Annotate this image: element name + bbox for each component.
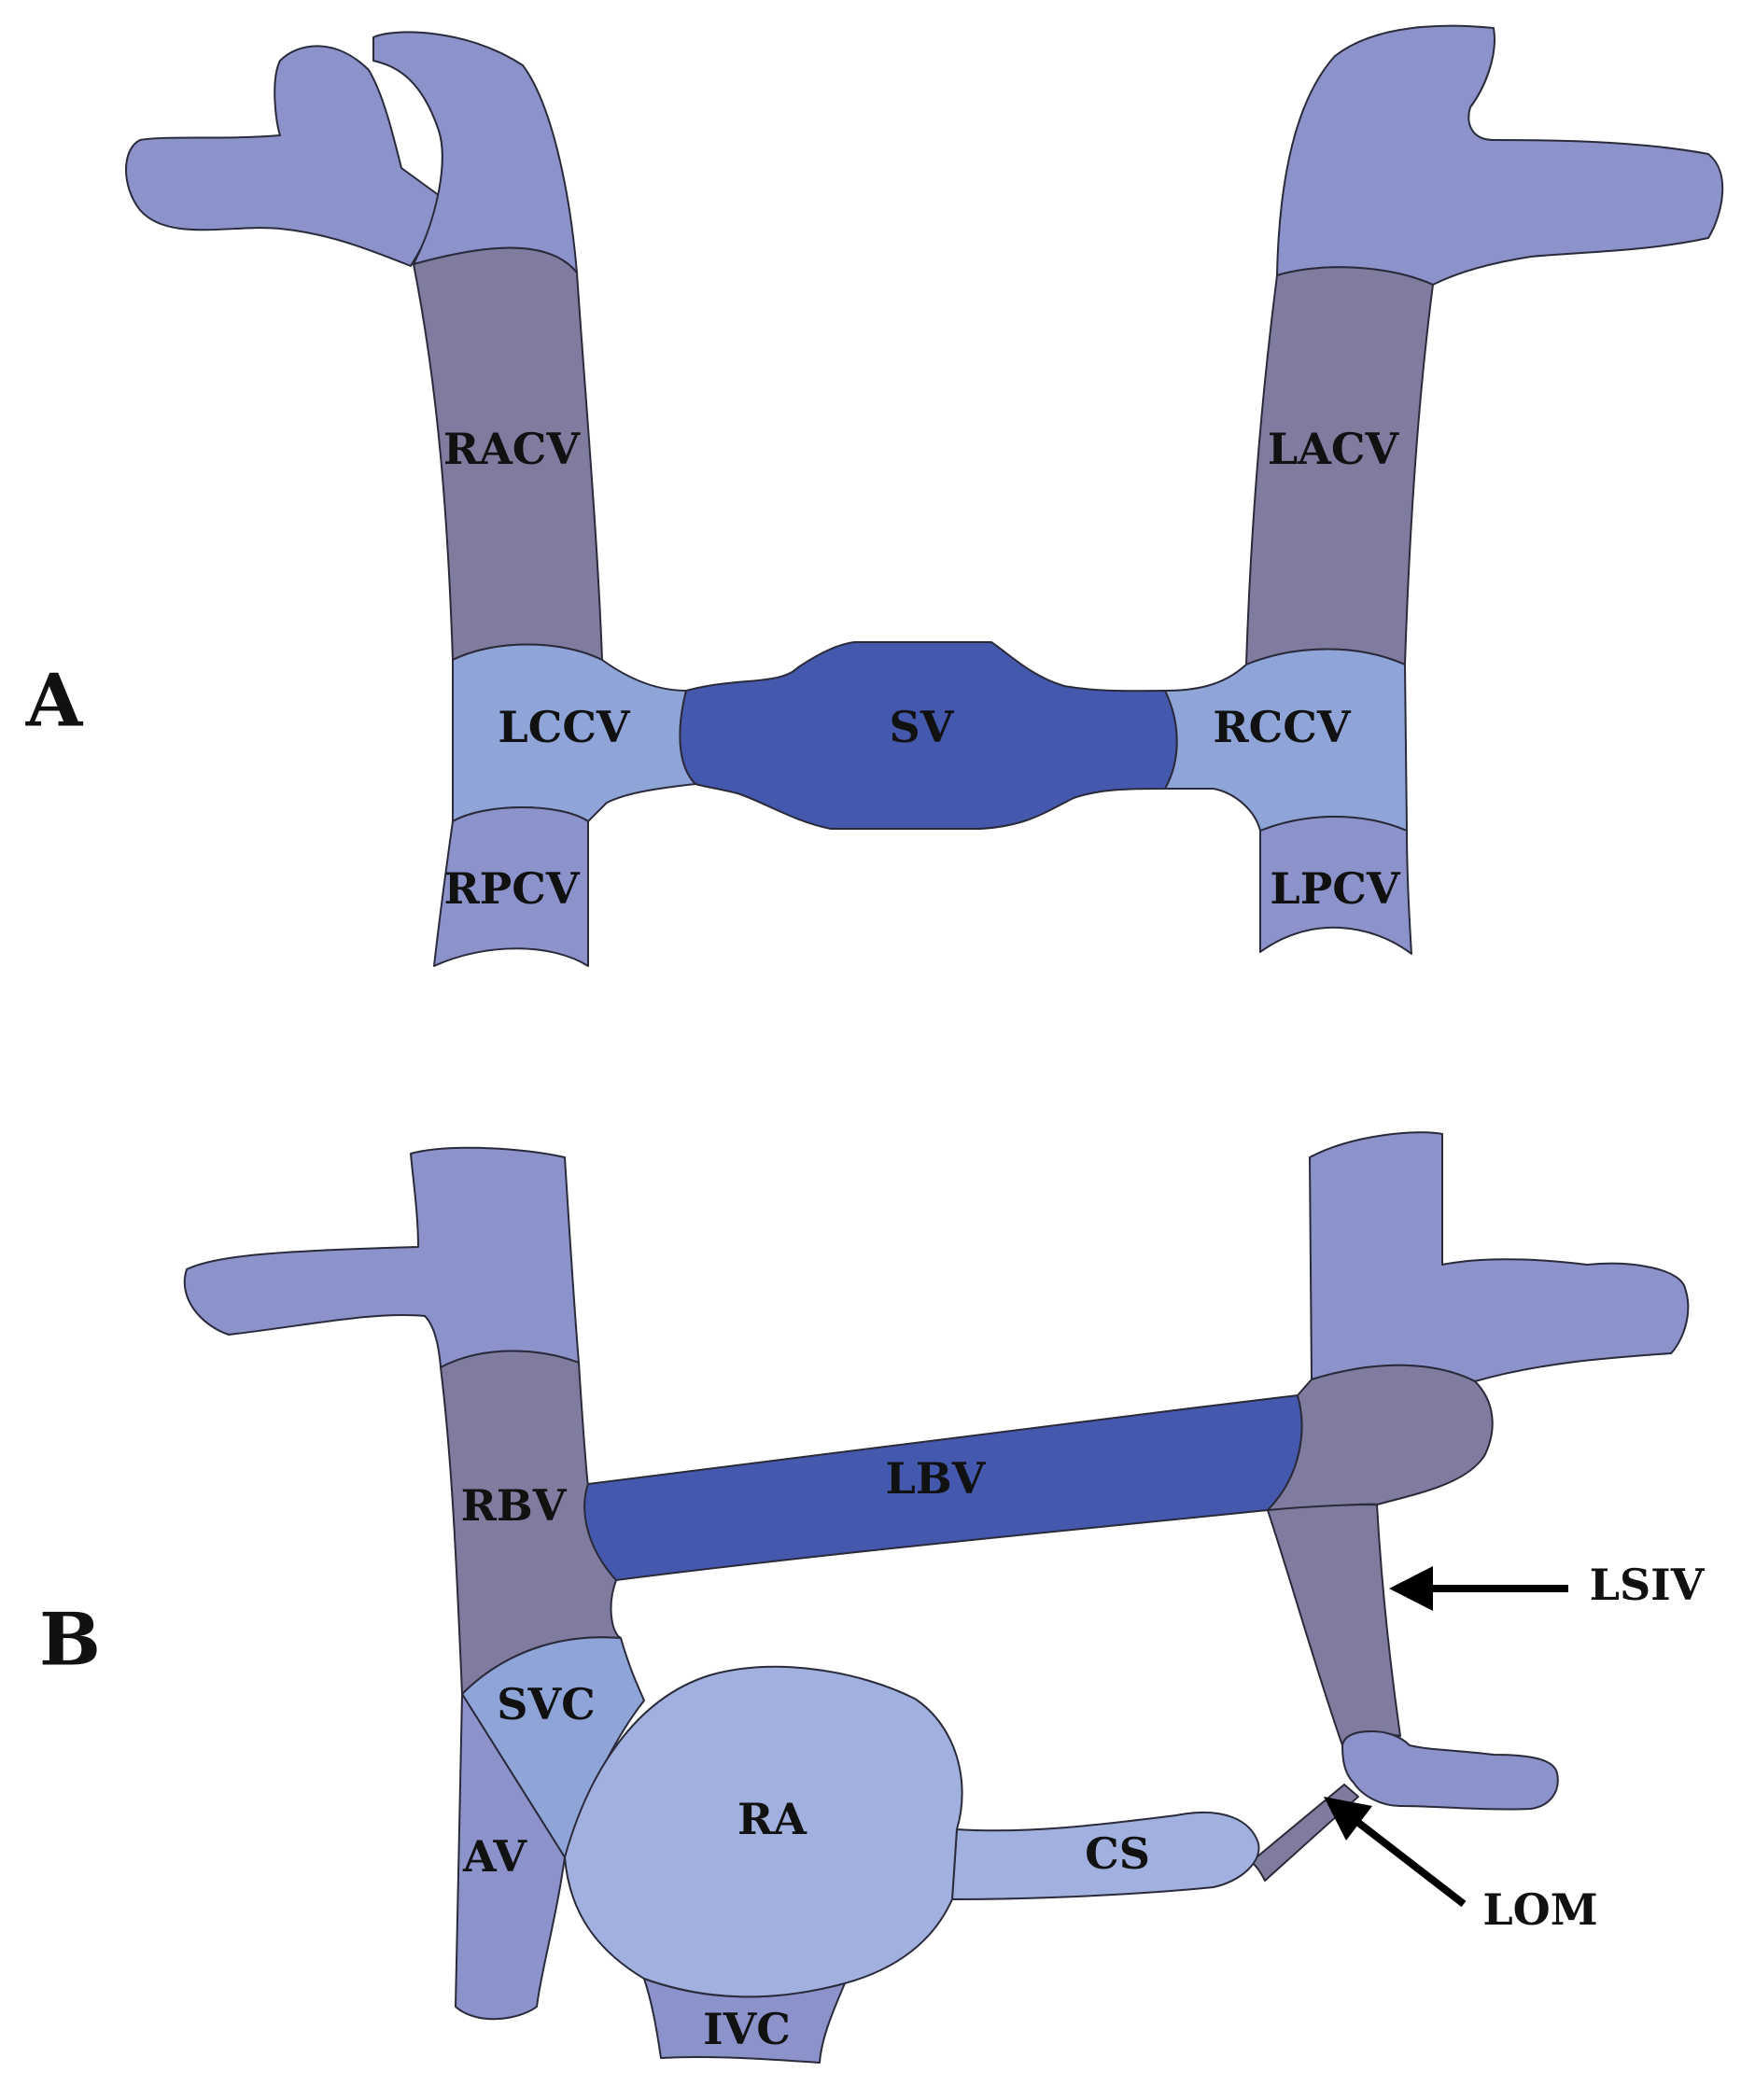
ra-vessel xyxy=(564,1665,963,1998)
lom-label: LOM xyxy=(1482,1884,1597,1935)
lsiv-vessel xyxy=(1267,1504,1401,1746)
panel-a: A RACV LACV LCCV SV RCCV RPCV LPCV xyxy=(25,24,1724,967)
lpcv-label: LPCV xyxy=(1270,863,1401,914)
right-upper-branch-vessel xyxy=(1276,24,1724,286)
lpcv-vessel xyxy=(1259,816,1412,955)
lbv-right-junction xyxy=(1267,1364,1494,1511)
lom-end-vessel xyxy=(1341,1730,1559,1811)
av-vessel xyxy=(455,1693,566,2021)
rbv-vessel xyxy=(440,1350,622,1695)
cs-vessel xyxy=(951,1811,1260,1900)
lacv-label: LACV xyxy=(1268,424,1400,474)
lccv-label: LCCV xyxy=(498,702,631,752)
av-label: AV xyxy=(462,1831,527,1882)
rpcv-label: RPCV xyxy=(443,863,580,914)
ivc-label: IVC xyxy=(703,2004,791,2054)
lsiv-arrow xyxy=(1389,1566,1568,1611)
racv-label: RACV xyxy=(443,424,582,474)
rccv-label: RCCV xyxy=(1213,702,1351,752)
lom-arrow xyxy=(1324,1797,1467,1908)
panel-b: B xyxy=(39,1131,1706,2064)
panel-a-label: A xyxy=(25,659,84,744)
rpcv-vessel xyxy=(433,806,589,967)
racv-upper-cap xyxy=(372,31,578,273)
left-upper-branch-vessel xyxy=(125,45,447,267)
lsiv-label: LSIV xyxy=(1590,1560,1706,1610)
left-b-upper-vessel xyxy=(183,1146,580,1368)
ra-label: RA xyxy=(737,1794,807,1844)
rccv-vessel xyxy=(1164,648,1408,832)
panel-b-label: B xyxy=(39,1598,101,1683)
sv-label: SV xyxy=(890,702,955,752)
cs-label: CS xyxy=(1085,1828,1150,1879)
rbv-label: RBV xyxy=(461,1480,568,1531)
right-b-upper-vessel xyxy=(1309,1131,1690,1382)
lbv-label: LBV xyxy=(886,1453,987,1504)
svc-label: SVC xyxy=(497,1679,596,1729)
